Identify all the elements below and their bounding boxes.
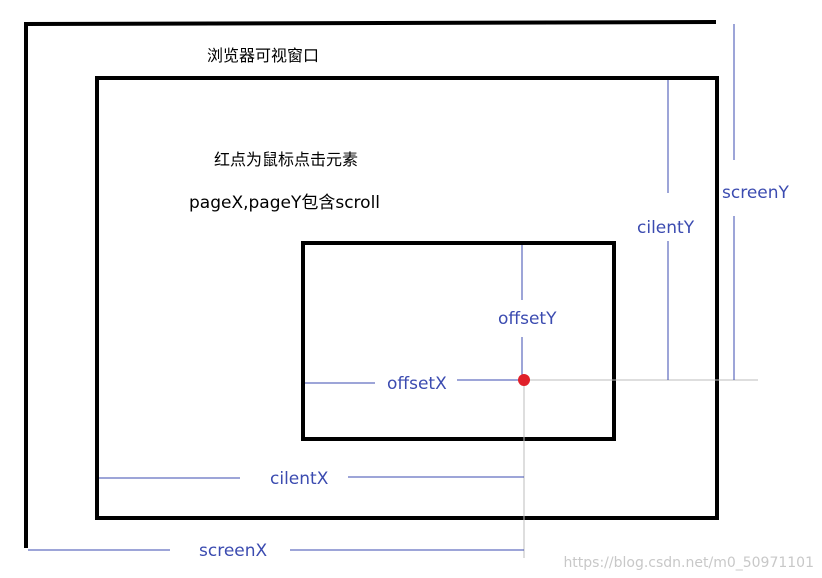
offset-y-label: offsetY [498, 309, 557, 329]
page-coordinates-note: pageX,pageY包含scroll [189, 193, 380, 213]
viewport-frame [95, 76, 719, 520]
screen-x-label: screenX [199, 541, 268, 561]
red-dot-note: 红点为鼠标点击元素 [214, 150, 358, 169]
element-frame [301, 241, 616, 441]
client-x-label: cilentX [270, 469, 329, 489]
viewport-title: 浏览器可视窗口 [207, 46, 319, 65]
screen-y-label: screenY [722, 183, 790, 203]
offset-x-label: offsetX [387, 374, 447, 394]
screen-frame [24, 20, 717, 548]
click-point-dot [518, 374, 530, 386]
watermark-text: https://blog.csdn.net/m0_50971101 [563, 555, 814, 571]
client-y-label: cilentY [637, 218, 695, 238]
